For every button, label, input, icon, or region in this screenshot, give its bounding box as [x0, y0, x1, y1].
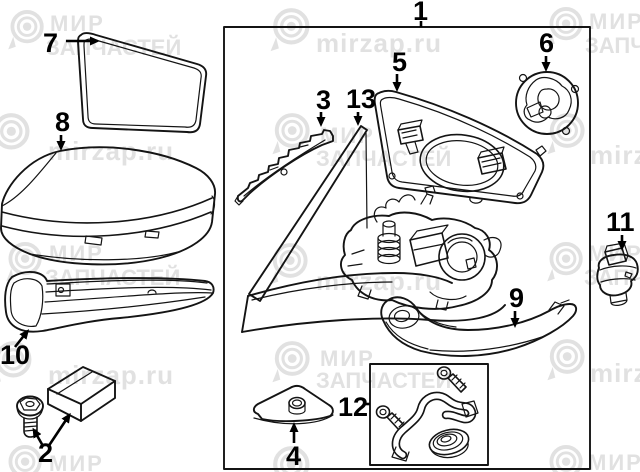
callout-8: 8 [55, 107, 70, 151]
watermark-site-text: mirzap.ru [316, 266, 442, 296]
watermark-brand-text: ЗАПЧАСТЕЙ [585, 33, 640, 58]
brand-logo-icon [271, 10, 308, 51]
side-sensor-part [596, 242, 639, 306]
lower-trim-part [380, 296, 578, 357]
watermark-brand-text: ЗАПЧАСТЕЙ [46, 35, 181, 60]
callout-label: 8 [55, 107, 70, 137]
brand-logo-icon [272, 343, 307, 382]
callout-1: 1 [413, 0, 428, 27]
watermark-brand-text: МИР [589, 9, 640, 34]
callout-13: 13 [346, 84, 376, 126]
mirror-frame-part [373, 89, 547, 205]
callout-label: 10 [0, 340, 30, 370]
diagram-line-art [0, 26, 639, 470]
watermark-brand-text: МИР [588, 450, 640, 472]
mirror-mechanism-part [340, 185, 502, 311]
watermark-site-text: mirzap.ru [316, 28, 442, 58]
callout-label: 12 [338, 392, 368, 422]
corner-trim-part [248, 125, 368, 302]
callout-4: 4 [286, 422, 301, 471]
watermark-brand-text: ЗАПЧАСТЕЙ [316, 368, 451, 393]
mirror-cap-part [0, 146, 216, 266]
callout-label: 3 [316, 85, 331, 115]
brand-logo-icon [0, 115, 27, 156]
callout-5: 5 [392, 47, 407, 92]
watermark-layer: МИР ЗАПЧАСТЕЙ mirzap.ru МИР ЗАПЧАСТЕЙ mi… [0, 9, 640, 472]
callout-12: 12 [338, 392, 370, 422]
mirror-actuator-part [515, 71, 580, 136]
callout-label: 6 [539, 28, 554, 58]
callout-label: 9 [509, 283, 524, 313]
brand-logo-icon [547, 244, 581, 281]
callout-3: 3 [316, 85, 331, 127]
brand-logo-icon [8, 12, 42, 49]
base-gasket-part [252, 384, 334, 425]
bolt-part [16, 395, 44, 438]
mirror-foot-part [241, 272, 506, 333]
callout-2: 2 [32, 412, 71, 468]
callout-label: 13 [346, 84, 376, 114]
brand-logo-icon [270, 245, 305, 284]
watermark-site-text: mirzap.ru [590, 140, 640, 170]
brand-logo-icon [547, 341, 582, 380]
watermark-site-text: mirzap.ru [590, 358, 640, 388]
callout-label: 5 [392, 47, 407, 77]
callout-label: 4 [286, 441, 301, 471]
callout-label: 7 [43, 28, 58, 58]
brand-logo-icon [272, 115, 307, 154]
callout-9: 9 [509, 283, 524, 328]
watermark-brand-text: МИР [320, 346, 375, 371]
callout-label: 11 [606, 207, 635, 237]
watermark-site-text: mirzap.ru [48, 360, 174, 390]
brand-logo-icon [6, 447, 40, 472]
watermark-site-text: mirzap.ru [48, 136, 174, 166]
callout-11: 11 [606, 207, 635, 251]
brand-logo-icon [6, 244, 40, 281]
hardware-kit-part [369, 363, 489, 466]
repair-kit-box-part [47, 366, 116, 422]
turn-signal-part [4, 270, 215, 333]
watermark-brand-text: МИР [49, 451, 104, 472]
assembly-box-outline [223, 26, 591, 470]
callout-label: 1 [413, 0, 428, 26]
bracket-part [234, 129, 334, 206]
callout-7: 7 [43, 28, 100, 58]
watermark-brand-text: МИР [50, 11, 105, 36]
callout-6: 6 [539, 28, 554, 72]
callout-10: 10 [0, 329, 30, 370]
